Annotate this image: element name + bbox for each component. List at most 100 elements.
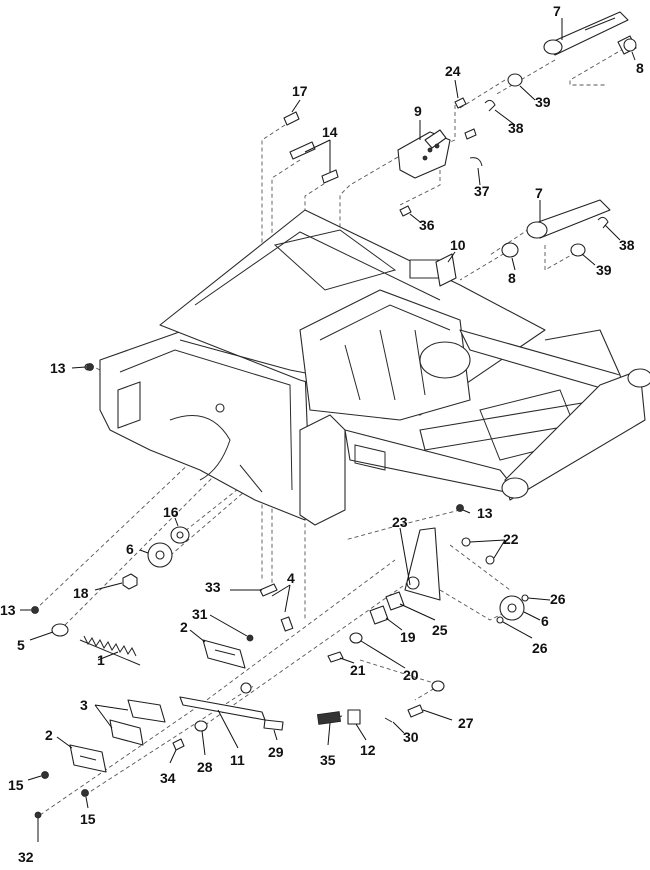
part-8-bushing-top-face xyxy=(623,38,637,52)
part-6-sprocket-right-hub xyxy=(507,603,517,613)
lower-parts xyxy=(31,363,529,819)
part-26-washer-b xyxy=(496,616,504,624)
leader-20 xyxy=(360,640,406,669)
callout-8-top: 8 xyxy=(636,60,644,76)
part-1-spring-coils xyxy=(83,635,137,657)
part-9-hole-b xyxy=(434,143,440,149)
callout-14: 14 xyxy=(322,124,338,140)
leader-2-lower xyxy=(56,736,73,749)
callout-19: 19 xyxy=(400,629,416,645)
part-9-hole-c xyxy=(422,155,428,161)
part-27-washer xyxy=(431,680,445,692)
leader-19 xyxy=(385,617,403,631)
part-7-lever-mid-eye xyxy=(526,221,548,239)
callout-20: 20 xyxy=(403,667,419,683)
leader-31 xyxy=(209,614,248,637)
part-7-lever-top-slot xyxy=(584,17,616,31)
callout-24: 24 xyxy=(445,63,461,79)
part-6-sprocket-left-hub xyxy=(155,550,165,560)
callout-17: 17 xyxy=(292,83,308,99)
callout-11: 11 xyxy=(230,752,245,768)
callout-1: 1 xyxy=(97,652,105,668)
part-33-pin xyxy=(259,583,278,597)
left-plate-hole xyxy=(215,403,225,413)
callout-13-left: 13 xyxy=(50,360,66,376)
guide-line-39-top xyxy=(459,79,506,109)
part-8-bushing-mid xyxy=(501,242,519,258)
part-10-bracket xyxy=(435,253,457,287)
part-36-bolt xyxy=(399,205,412,217)
rear-tube-end xyxy=(627,368,650,388)
leader-37 xyxy=(477,167,481,186)
leader-24 xyxy=(454,79,459,99)
guide-line-8-top xyxy=(569,44,631,86)
part-28-spacer xyxy=(194,720,208,732)
guide-line-5 xyxy=(59,439,251,631)
callout-2-upper: 2 xyxy=(180,619,188,635)
part-23-bracket xyxy=(404,527,441,601)
leader-6-left xyxy=(139,549,149,554)
leader-22 xyxy=(469,539,506,559)
leader-28 xyxy=(201,730,206,756)
leader-4 xyxy=(271,584,291,613)
left-plate-slot xyxy=(239,464,263,493)
part-29-clip xyxy=(263,719,284,731)
leader-2-upper xyxy=(189,629,206,643)
callout-12: 12 xyxy=(360,742,376,758)
leader-13-right xyxy=(462,509,471,514)
part-13-nut-right xyxy=(456,504,464,512)
guide-line-8-mid xyxy=(459,249,511,281)
guide-line-39-mid xyxy=(544,245,581,271)
callout-29: 29 xyxy=(268,744,284,760)
guide-line-9 xyxy=(339,149,411,255)
part-1-spring-line xyxy=(79,639,141,666)
leader-39-mid xyxy=(581,253,596,266)
leader-21 xyxy=(339,657,355,664)
right-rear-bracket xyxy=(544,329,621,376)
callout-9: 9 xyxy=(414,103,422,119)
callout-7-mid: 7 xyxy=(535,185,543,201)
part-17-bolt xyxy=(283,111,300,126)
tower-top-edge xyxy=(319,304,451,341)
leader-30 xyxy=(392,721,405,734)
callout-31: 31 xyxy=(192,606,208,622)
top-deck-opening xyxy=(273,229,397,291)
front-upright xyxy=(299,414,346,526)
leader-12 xyxy=(355,723,367,741)
part-11-lever-nut xyxy=(240,682,252,694)
part-38-clip-mid xyxy=(597,216,609,229)
guide-line-34 xyxy=(204,559,441,726)
leader-38-mid xyxy=(604,224,621,241)
leader-25 xyxy=(399,603,436,621)
part-22-washer-a xyxy=(461,537,471,547)
leader-35 xyxy=(327,722,331,746)
part-14-bolt-a xyxy=(289,141,316,160)
leader-14 xyxy=(304,139,331,172)
part-18-nut xyxy=(122,573,138,590)
part-37-pin xyxy=(469,157,483,167)
leader-11 xyxy=(217,709,239,749)
part-3-plate-a xyxy=(127,699,166,723)
callout-26-b: 26 xyxy=(532,640,548,656)
part-32-screw xyxy=(34,811,42,819)
callout-6-right: 6 xyxy=(541,613,549,629)
callout-16: 16 xyxy=(163,504,179,520)
leader-1 xyxy=(97,651,119,661)
callout-30: 30 xyxy=(403,729,419,745)
part-30-pin xyxy=(384,717,393,723)
part-27-bolt xyxy=(407,704,424,718)
leader-39-top xyxy=(519,85,536,101)
guide-line-15 xyxy=(84,684,256,796)
part-20-washer xyxy=(349,632,363,644)
callout-34: 34 xyxy=(160,770,176,786)
callout-23: 23 xyxy=(392,514,408,530)
callout-5: 5 xyxy=(17,637,25,653)
part-12-block xyxy=(347,709,361,725)
callout-7-top: 7 xyxy=(553,3,561,19)
part-7-lever-top-eye xyxy=(543,39,563,55)
callout-2-lower: 2 xyxy=(45,727,53,743)
leader-13-left xyxy=(71,366,87,369)
part-11-lever xyxy=(179,696,266,721)
callout-4: 4 xyxy=(287,570,295,586)
guide-line-37 xyxy=(399,170,441,206)
